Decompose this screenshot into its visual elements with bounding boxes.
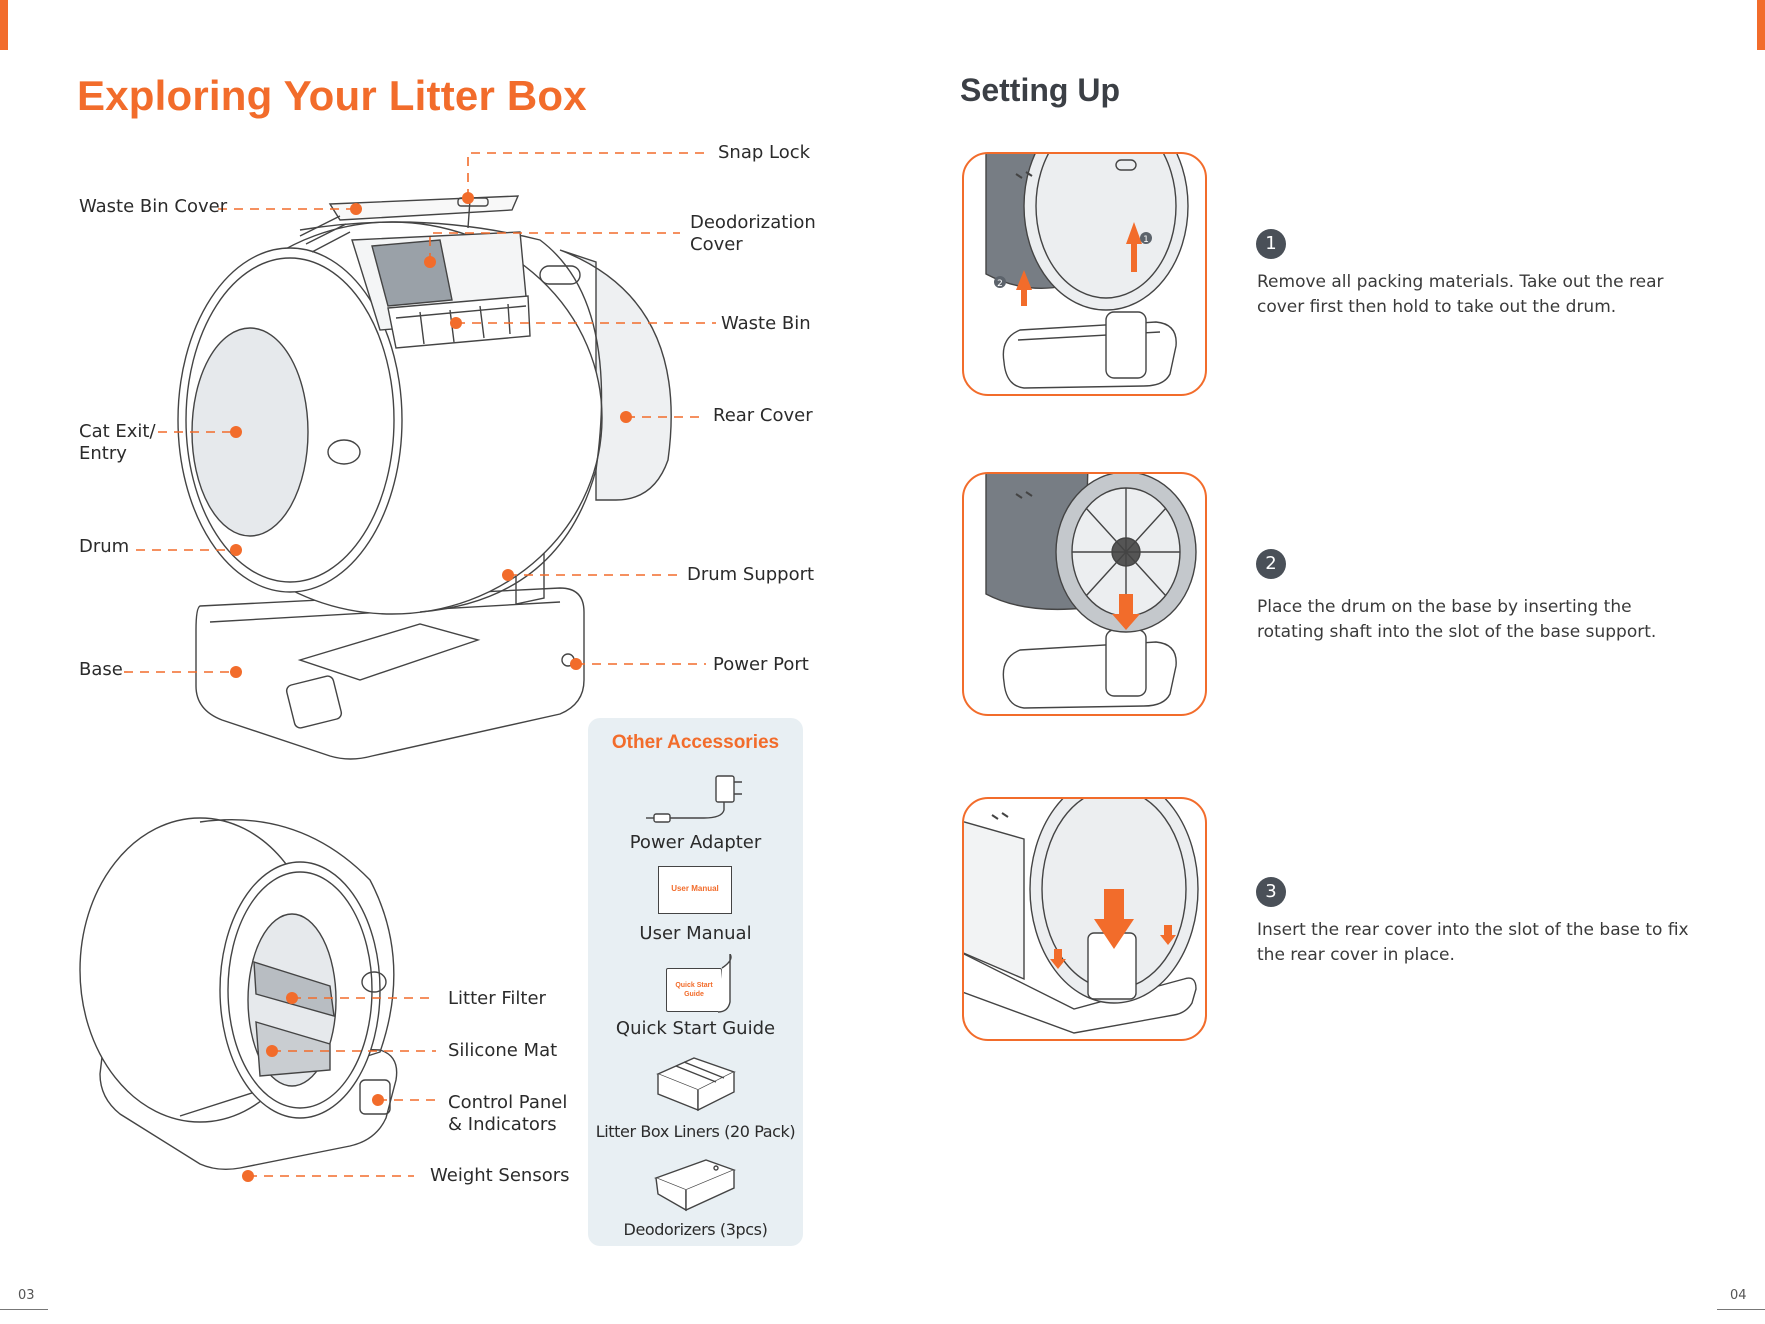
- left-page-title: Exploring Your Litter Box: [77, 72, 587, 119]
- label-snap-lock: Snap Lock: [718, 142, 811, 163]
- left-accent-bar: [0, 0, 8, 50]
- label-waste-bin: Waste Bin: [721, 313, 811, 334]
- label-rear-cover: Rear Cover: [713, 405, 813, 426]
- quick-start-guide-fold: [717, 954, 732, 1013]
- power-adapter-icon: [646, 775, 742, 823]
- accessory-label-power-adapter: Power Adapter: [629, 832, 762, 853]
- label-waste-bin-cover: Waste Bin Cover: [79, 196, 228, 217]
- accessory-label-deodorizers: Deodorizers (3pcs): [623, 1220, 768, 1239]
- label-silicone-mat: Silicone Mat: [448, 1040, 558, 1061]
- right-page-rule: [1717, 1309, 1765, 1310]
- right-page-number: 04: [1730, 1288, 1747, 1303]
- accessory-label-user-manual: User Manual: [639, 923, 752, 944]
- accessory-label-quick-start-guide: Quick Start Guide: [615, 1018, 776, 1039]
- liners-box-icon: [656, 1057, 736, 1112]
- base-control-panel-shape: [285, 675, 343, 729]
- left-page-number: 03: [18, 1288, 35, 1303]
- label-cat-exit-line2: Entry: [79, 443, 127, 464]
- step-1-image: 2 1: [962, 152, 1207, 396]
- base-shape: [195, 587, 585, 760]
- step-2-image: [962, 472, 1207, 716]
- step-2-illustration: [985, 474, 1197, 709]
- label-deodorization-cover-line2: Cover: [690, 234, 743, 255]
- quick-start-cover-line1: Quick Start: [675, 982, 713, 989]
- label-drum: Drum: [79, 536, 130, 557]
- user-manual-icon: User Manual: [658, 866, 732, 914]
- right-page-title: Setting Up: [960, 72, 1120, 108]
- step-2-text: Place the drum on the base by inserting …: [1257, 597, 1657, 642]
- step-3-image: [962, 797, 1207, 1041]
- step-3-illustration: [964, 799, 1199, 1034]
- left-page-rule: [0, 1309, 48, 1310]
- label-litter-filter: Litter Filter: [448, 988, 546, 1009]
- step-2-badge: 2: [1256, 549, 1286, 579]
- step-1-sub-marker-2: 2: [997, 279, 1003, 289]
- step-1-sub-marker-1: 1: [1143, 235, 1149, 245]
- label-deodorization-cover-line1: Deodorization: [690, 212, 816, 233]
- label-control-panel-line1: Control Panel: [448, 1092, 568, 1113]
- label-control-panel-line2: & Indicators: [448, 1114, 557, 1135]
- step-3-badge: 3: [1256, 877, 1286, 907]
- quick-start-cover-line2: Guide: [684, 991, 704, 998]
- label-weight-sensors: Weight Sensors: [430, 1165, 570, 1186]
- right-accent-bar: [1757, 0, 1765, 50]
- step-3-text: Insert the rear cover into the slot of t…: [1257, 920, 1689, 965]
- accessory-label-liners: Litter Box Liners (20 Pack): [595, 1122, 796, 1141]
- step-1-text: Remove all packing materials. Take out t…: [1257, 272, 1664, 317]
- deodorizer-box-icon: [654, 1159, 736, 1212]
- user-manual-cover-text: User Manual: [671, 884, 719, 893]
- step-1-illustration: 2 1: [985, 154, 1189, 389]
- other-accessories-panel: Other Accessories Power Adapter User Man…: [588, 718, 803, 1246]
- label-drum-support: Drum Support: [687, 564, 815, 585]
- accessories-title: Other Accessories: [611, 732, 780, 753]
- label-power-port: Power Port: [713, 654, 809, 675]
- label-base: Base: [79, 659, 123, 680]
- quick-start-guide-icon: Quick Start Guide: [666, 968, 722, 1012]
- label-cat-exit-line1: Cat Exit/: [79, 421, 156, 442]
- step-1-badge: 1: [1256, 229, 1286, 259]
